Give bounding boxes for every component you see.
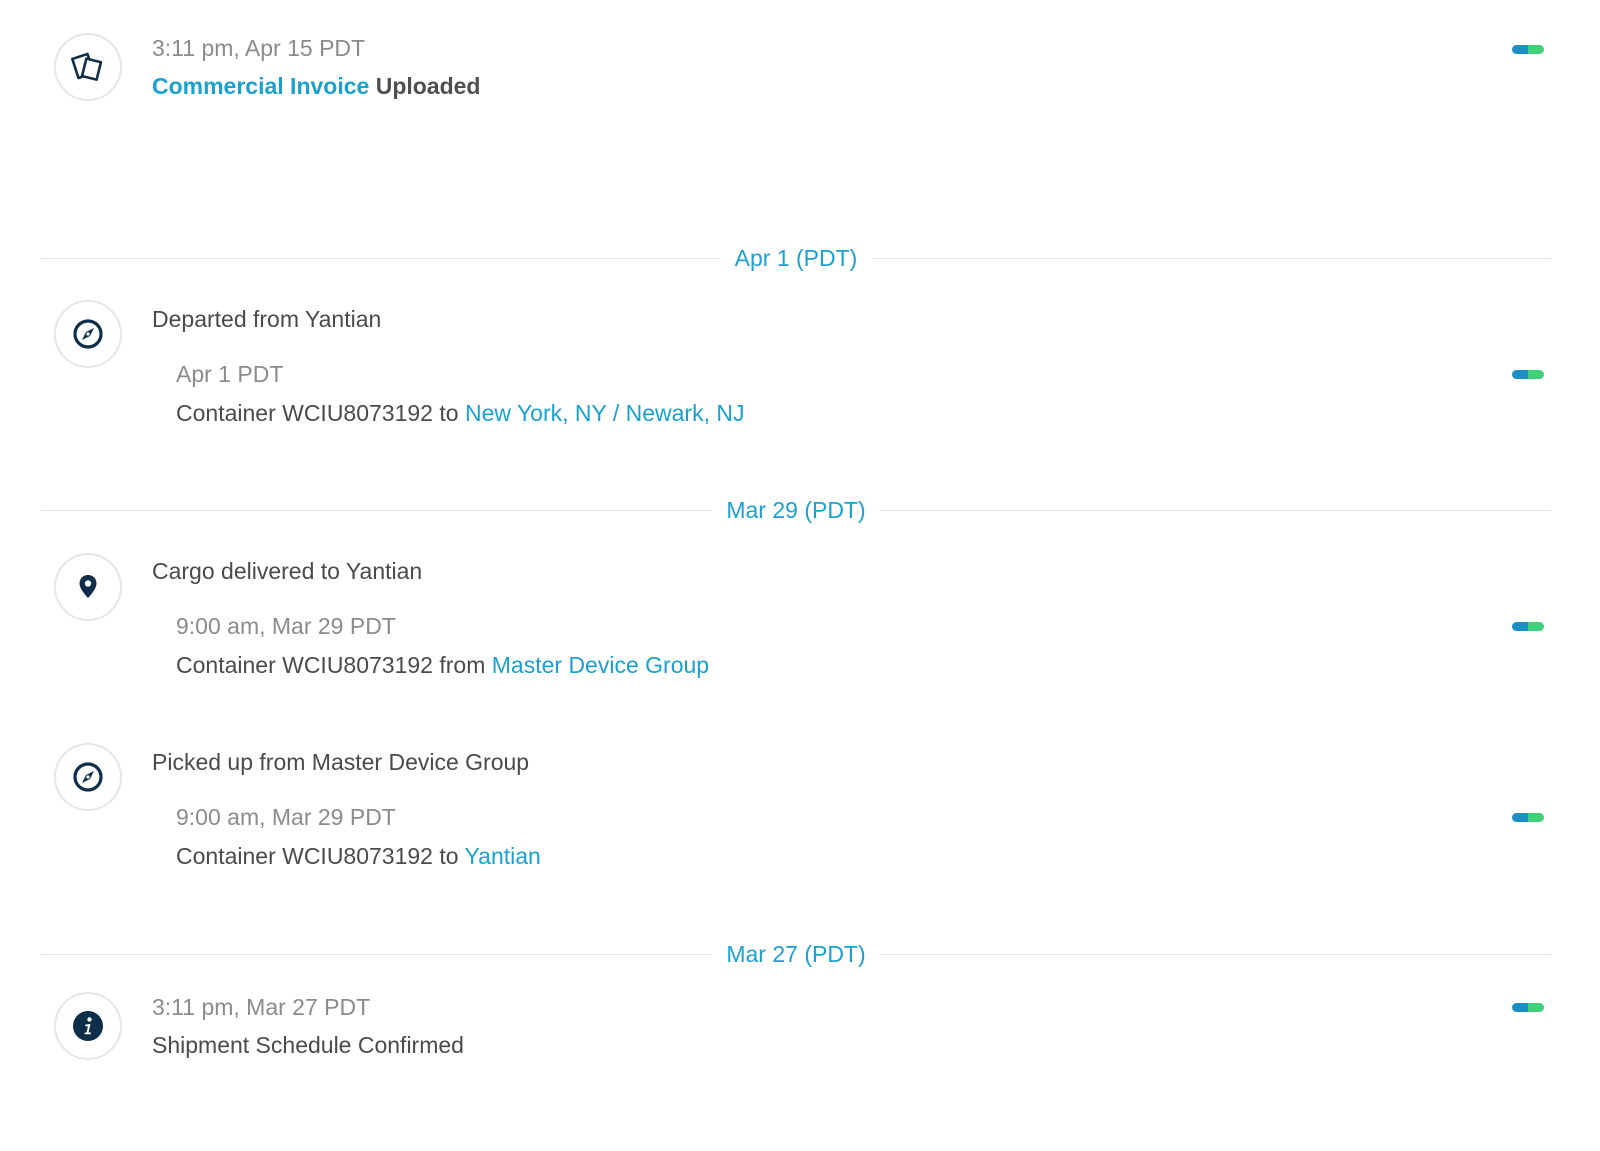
event-action-text: Uploaded bbox=[375, 73, 481, 99]
event-timestamp: 9:00 am, Mar 29 PDT bbox=[176, 613, 396, 639]
detail-text: Container WCIU8073192 to bbox=[176, 400, 459, 426]
event-timestamp: 9:00 am, Mar 29 PDT bbox=[176, 804, 396, 830]
detail-text: Container WCIU8073192 from bbox=[176, 652, 486, 678]
event-timestamp: Apr 1 PDT bbox=[176, 361, 284, 387]
status-indicator bbox=[1512, 1003, 1544, 1012]
event-icon-circle bbox=[54, 33, 122, 101]
event-title: Departed from Yantian bbox=[152, 306, 382, 332]
event-detail: Container WCIU8073192 to New York, NY / … bbox=[176, 400, 744, 427]
compass-icon bbox=[73, 319, 103, 349]
status-indicator bbox=[1512, 45, 1544, 54]
event-title: Commercial Invoice Uploaded bbox=[152, 73, 480, 100]
event-icon-circle bbox=[54, 743, 122, 811]
date-divider-label: Mar 27 (PDT) bbox=[712, 939, 880, 969]
origin-link[interactable]: Master Device Group bbox=[491, 652, 710, 678]
date-divider-label: Mar 29 (PDT) bbox=[712, 495, 880, 525]
location-pin-icon bbox=[79, 575, 97, 598]
event-title: Cargo delivered to Yantian bbox=[152, 558, 423, 584]
date-divider: Apr 1 (PDT) bbox=[41, 243, 1551, 273]
event-timestamp: 3:11 pm, Mar 27 PDT bbox=[152, 994, 371, 1020]
detail-text: Container WCIU8073192 to bbox=[176, 843, 459, 869]
status-indicator bbox=[1512, 813, 1544, 822]
destination-link[interactable]: New York, NY / Newark, NJ bbox=[464, 400, 745, 426]
event-icon-circle bbox=[54, 300, 122, 368]
document-upload-icon bbox=[71, 52, 103, 81]
event-detail: Container WCIU8073192 from Master Device… bbox=[176, 652, 709, 679]
compass-icon bbox=[73, 762, 103, 792]
event-icon-circle bbox=[54, 992, 122, 1060]
info-icon bbox=[73, 1011, 103, 1041]
event-title: Shipment Schedule Confirmed bbox=[152, 1032, 464, 1058]
document-link[interactable]: Commercial Invoice bbox=[152, 73, 370, 99]
event-icon-circle bbox=[54, 553, 122, 621]
status-indicator bbox=[1512, 622, 1544, 631]
destination-link[interactable]: Yantian bbox=[464, 843, 541, 869]
status-indicator bbox=[1512, 370, 1544, 379]
date-divider: Mar 29 (PDT) bbox=[41, 495, 1551, 525]
date-divider: Mar 27 (PDT) bbox=[41, 939, 1551, 969]
event-title: Picked up from Master Device Group bbox=[152, 749, 530, 775]
event-timestamp: 3:11 pm, Apr 15 PDT bbox=[152, 35, 366, 61]
date-divider-label: Apr 1 (PDT) bbox=[720, 243, 872, 273]
event-detail: Container WCIU8073192 to Yantian bbox=[176, 843, 541, 870]
